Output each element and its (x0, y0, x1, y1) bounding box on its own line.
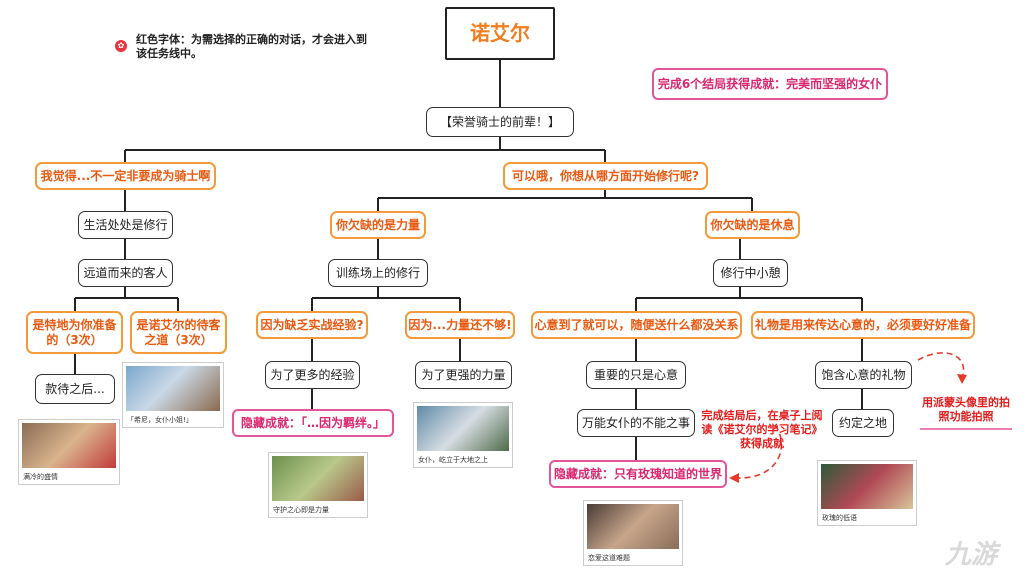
scene-image (587, 504, 679, 549)
right-choice: 你欠缺的是休息 (705, 211, 800, 239)
left-option-b: 是诺艾尔的待客之道（3次） (130, 311, 227, 354)
right-b-node-2: 约定之地 (832, 409, 894, 437)
note-camera: 用派蒙头像里的拍照功能拍照 (922, 396, 1010, 423)
legend-line-2: 该任务线中。 (136, 47, 202, 60)
thumbnail-caption: 守护之心即是力量 (273, 506, 329, 514)
branch-left: 我觉得...不一定非要成为骑士啊 (35, 162, 216, 190)
right-option-b: 礼物是用来传达心意的，必须要好好准备 (751, 311, 975, 339)
right-node: 修行中小憩 (713, 259, 788, 287)
thumbnail-ending-3: 守护之心即是力量 (268, 452, 368, 518)
middle-option-a: 因为缺乏实战经验? (256, 311, 368, 339)
right-option-a: 心意到了就可以，随便送什么都没关系 (531, 311, 742, 339)
middle-node: 训练场上的修行 (328, 259, 428, 287)
middle-hidden-achievement: 隐藏成就：「…因为羁绊。」 (232, 409, 394, 437)
thumbnail-caption: 女仆，屹立于大地之上 (418, 456, 488, 464)
scene-image (126, 366, 220, 411)
root-dialog: 【荣誉骑士的前辈！】 (426, 107, 574, 137)
branch-right: 可以哦，你想从哪方面开始修行呢? (503, 162, 708, 190)
red-star-icon: ✿ (115, 40, 127, 52)
left-node-2: 远道而来的客人 (78, 259, 173, 287)
watermark-logo: 九游 (945, 540, 998, 570)
left-option-a: 是特地为你准备的（3次） (26, 311, 123, 354)
legend-line-1: 红色字体：为需选择的正确的对话，才会进入到 (136, 33, 367, 46)
thumbnail-ending-1: 满冷的盛情 (18, 419, 120, 485)
thumbnail-ending-4: 女仆，屹立于大地之上 (413, 402, 513, 468)
thumbnail-caption: 恋爱这道难题 (588, 554, 630, 562)
scene-image (417, 406, 509, 451)
scene-image (821, 464, 913, 509)
right-a-node-1: 重要的只是心意 (586, 361, 686, 389)
thumbnail-caption: 「希尼，女仆小姐!」 (127, 416, 193, 424)
thumbnail-ending-2: 「希尼，女仆小姐!」 (122, 362, 224, 428)
middle-ending-b: 为了更强的力量 (415, 361, 512, 389)
right-a-node-2: 万能女仆的不能之事 (577, 409, 695, 437)
left-ending: 款待之后... (35, 374, 115, 404)
legend-text: 红色字体：为需选择的正确的对话，才会进入到 该任务线中。 (136, 33, 406, 61)
middle-ending-a: 为了更多的经验 (265, 361, 360, 389)
left-node-1: 生活处处是修行 (78, 211, 173, 239)
thumbnail-caption: 满冷的盛情 (23, 473, 58, 481)
right-b-node-1: 饱含心意的礼物 (815, 361, 912, 389)
thumbnail-ending-5: 恋爱这道难题 (583, 500, 683, 566)
thumbnail-caption: 玫瑰的低语 (822, 514, 857, 522)
diagram-title: 诺艾尔 (445, 7, 555, 60)
achievement-main: 完成6个结局获得成就：完美而坚强的女仆 (652, 68, 888, 100)
note-study-notes: 完成结局后，在桌子上阅读《诺艾尔的学习笔记》获得成就 (701, 409, 823, 450)
right-hidden-achievement: 隐藏成就：只有玫瑰知道的世界 (549, 460, 727, 488)
scene-image (272, 456, 364, 501)
thumbnail-ending-6: 玫瑰的低语 (817, 460, 917, 526)
middle-choice: 你欠缺的是力量 (330, 211, 426, 239)
scene-image (22, 423, 116, 468)
middle-option-b: 因为...力量还不够! (405, 311, 515, 339)
